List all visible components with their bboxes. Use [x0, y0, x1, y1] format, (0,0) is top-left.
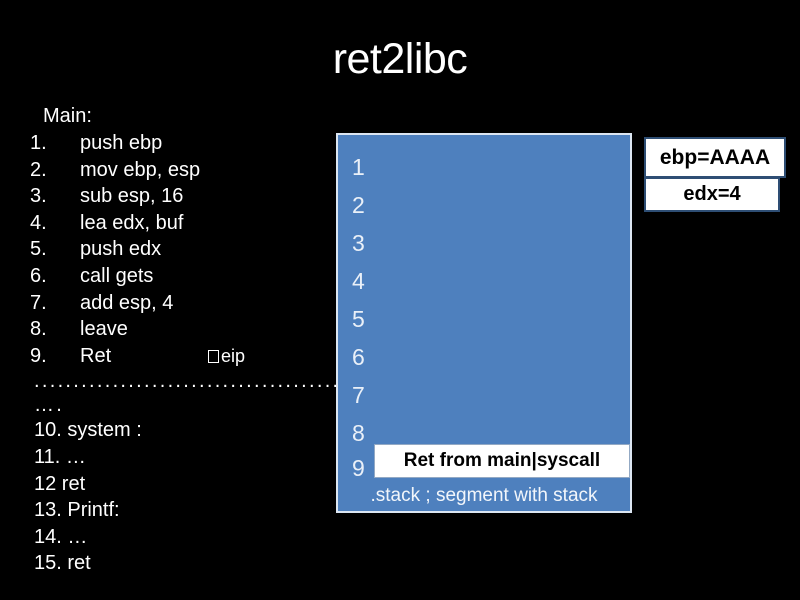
stack-slot-number: 5	[352, 306, 365, 332]
code-row: 14. …	[34, 525, 88, 548]
eip-annotation: eip	[208, 343, 245, 370]
code-line-number: 5.	[30, 238, 47, 261]
code-line-text: add esp, 4	[80, 291, 174, 314]
code-line-text: call gets	[80, 264, 154, 287]
missing-glyph-icon	[208, 349, 219, 363]
stack-return-address-box: Ret from main|syscall	[374, 444, 630, 478]
code-line-text: push edx	[80, 238, 162, 261]
code-listing: Main: 1. push ebp 2. mov ebp, esp 3. sub es…	[30, 103, 350, 577]
code-line-number: 9.	[30, 344, 47, 367]
stack-slot-number: 4	[352, 268, 365, 294]
code-line-text: Ret	[80, 344, 112, 367]
code-separator-dots: ........................................…	[34, 370, 346, 393]
stack-slot-number: 9	[352, 455, 365, 481]
code-row: 4. lea edx, buf	[30, 210, 350, 237]
code-line-text: mov ebp, esp	[80, 158, 201, 181]
code-line-text: push ebp	[80, 132, 163, 154]
code-line-number: 1.	[30, 132, 47, 154]
code-line-number: 7.	[30, 291, 47, 314]
stack-slot-number: 6	[352, 344, 365, 370]
stack-slot-number: 8	[352, 420, 365, 446]
code-row: 15. ret	[34, 552, 91, 575]
code-line-text: sub esp, 16	[80, 185, 184, 208]
register-panel: ebp=AAAA edx=4	[644, 137, 786, 212]
register-edx-box: edx=4	[644, 177, 780, 212]
eip-annotation-label: eip	[221, 345, 246, 366]
stack-slot-number: 1	[352, 154, 365, 180]
code-row: 10. system :	[34, 419, 142, 442]
code-line-number: 6.	[30, 264, 47, 287]
code-row: 13. Printf:	[34, 499, 120, 522]
code-row: 1. push ebp	[30, 130, 350, 157]
code-row: 9. Ret eip	[30, 343, 350, 370]
code-line-text: lea edx, buf	[80, 211, 184, 234]
code-row: 3. sub esp, 16	[30, 183, 350, 210]
stack-diagram: 1 2 3 4 5 6 7 8 9 Ret from main|syscall …	[336, 133, 632, 513]
code-row: 11. …	[34, 445, 86, 468]
code-row: 6. call gets	[30, 263, 350, 290]
code-row: 8. leave	[30, 316, 350, 343]
register-ebp-box: ebp=AAAA	[644, 137, 786, 178]
code-row: 12 ret	[34, 472, 86, 495]
code-line-number: 4.	[30, 211, 47, 234]
code-line-number: 2.	[30, 158, 47, 181]
code-separator-dots-short: ….	[34, 394, 65, 417]
page-title: ret2libc	[332, 35, 468, 83]
stack-segment-caption: .stack ; segment with stack	[370, 485, 598, 506]
code-line-text: leave	[80, 318, 128, 341]
code-row: 7. add esp, 4	[30, 290, 350, 317]
stack-slot-number: 7	[352, 382, 365, 408]
code-listing-heading: Main:	[43, 105, 92, 127]
code-line-number: 3.	[30, 185, 47, 208]
stack-slot-number: 2	[352, 192, 365, 218]
code-row: 5. push edx	[30, 236, 350, 263]
code-row: 2. mov ebp, esp	[30, 157, 350, 184]
code-line-number: 8.	[30, 318, 47, 341]
stack-slot-number: 3	[352, 230, 365, 256]
